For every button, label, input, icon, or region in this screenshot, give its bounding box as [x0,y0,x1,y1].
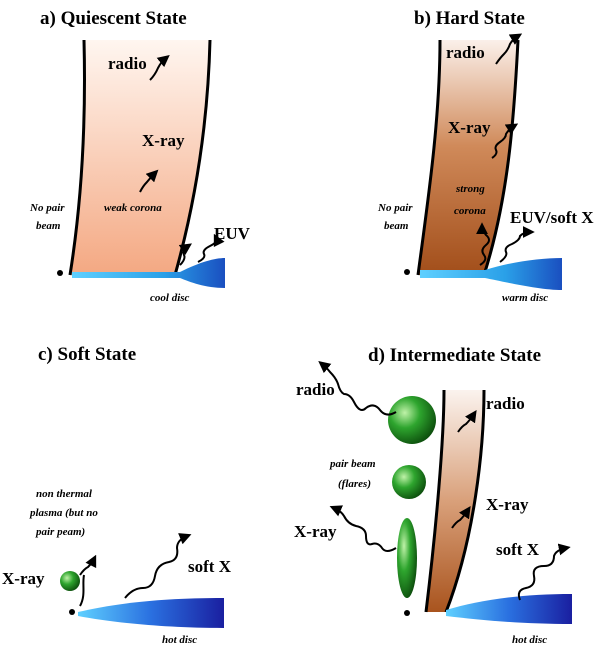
panel-b-euv-label: EUV/soft X [510,208,594,227]
panel-a-corona-label: weak corona [104,202,162,214]
panel-a-cool-disc [72,258,225,288]
panel-d-elongated-blob [397,518,417,598]
panel-c-xray-label: X-ray [2,569,45,588]
panel-b-radio-label: radio [446,43,485,62]
panel-b-beam-line2: beam [384,220,409,232]
panel-d-black-hole [404,610,410,616]
panel-a-black-hole [57,270,63,276]
panel-d: d) Intermediate State radio radio pair b… [294,345,572,646]
panel-c-hot-disc [78,598,224,628]
panel-b-title: b) Hard State [414,8,525,29]
panel-a-beam-line1: No pair [29,202,65,214]
panel-b-disc-label: warm disc [502,292,548,304]
panel-d-corona [426,390,484,612]
panel-d-pair-line1: pair beam [329,458,376,470]
panel-c-title: c) Soft State [38,344,136,365]
panel-c-plasma-line1: non thermal [36,488,93,500]
panel-a: a) Quiescent State radio X-ray weak coro… [29,8,251,304]
panel-a-radio-label: radio [108,54,147,73]
panel-a-xray-label: X-ray [142,131,185,150]
panel-b-black-hole [404,269,410,275]
panel-a-euv-label: EUV [214,224,251,243]
panel-b-corona-line1: strong [455,183,485,195]
panel-d-pair-line2: (flares) [338,478,371,490]
panel-a-disc-label: cool disc [150,292,190,304]
panel-b-corona [418,40,518,275]
panel-a-beam-line2: beam [36,220,61,232]
panel-d-large-blob [388,396,436,444]
panel-c-disc-label: hot disc [162,634,197,646]
panel-b: b) Hard State radio X-ray strong corona … [377,8,594,304]
panel-c-plasma-blob [60,571,80,591]
panel-c-plasma-line2: plasma (but no [29,507,98,519]
panel-d-title: d) Intermediate State [368,345,541,366]
panel-d-radio-right-label: radio [486,394,525,413]
panel-b-xray-label: X-ray [448,118,491,137]
panel-d-hot-disc [446,594,572,624]
panel-d-softx-label: soft X [496,540,540,559]
panel-b-warm-disc [420,258,562,290]
panel-d-radio-left-label: radio [296,380,335,399]
panel-c-plasma-line3: pair peam) [35,526,85,538]
panel-a-title: a) Quiescent State [40,8,187,29]
panel-a-corona [70,40,210,275]
panel-d-xray-right-label: X-ray [486,495,529,514]
panel-c-black-hole [69,609,75,615]
panel-c: c) Soft State non thermal plasma (but no… [2,344,232,646]
panel-c-softx-label: soft X [188,557,232,576]
panel-d-medium-blob [392,465,426,499]
panel-d-xray-left-label: X-ray [294,522,337,541]
panel-b-corona-line2: corona [454,205,486,217]
panel-d-disc-label: hot disc [512,634,547,646]
panel-b-beam-line1: No pair [377,202,413,214]
